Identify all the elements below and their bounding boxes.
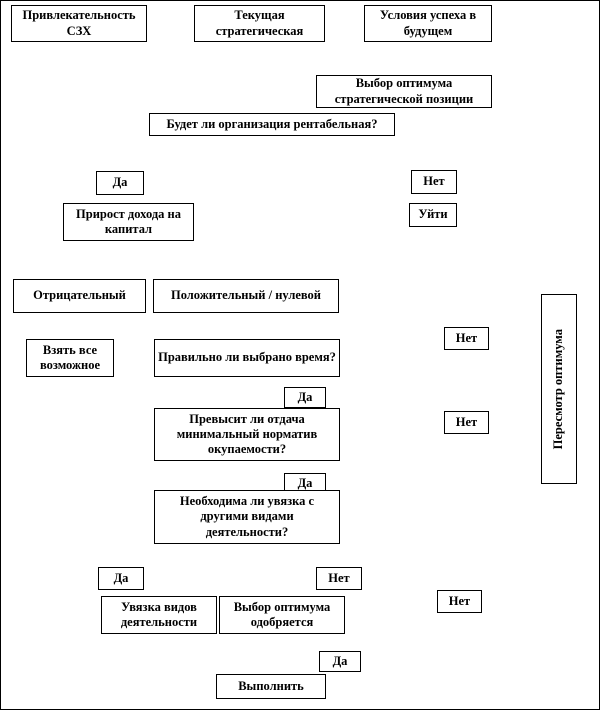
node-payback-question: Превысит ли отдача минимальный норматив … [154,408,340,461]
node-leave: Уйти [409,203,457,227]
node-optimum-review-label: Пересмотр оптимума [551,328,566,450]
node-linkage-question: Необходима ли увязка с другими видами де… [154,490,340,544]
node-future-success-conditions: Условия успеха в будущем [364,5,492,42]
node-timing-question: Правильно ли выбрано время? [154,339,340,377]
node-no-1: Нет [411,170,457,194]
node-execute: Выполнить [216,674,326,699]
node-optimum-approved: Выбор оптимума одобряется [219,596,345,634]
node-szh-attractiveness: Привлекательность СЗХ [11,5,147,42]
node-optimum-choice: Выбор оптимума стратегической позиции [316,75,492,108]
node-no-3: Нет [444,411,489,434]
node-no-2: Нет [444,327,489,350]
node-no-5: Нет [437,590,482,613]
node-yes-2: Да [284,387,326,408]
node-take-all-possible: Взять все возможное [26,339,114,377]
node-yes-4: Да [98,567,144,590]
node-negative: Отрицательный [13,279,146,313]
node-profitability-question: Будет ли организация рентабельная? [149,113,395,136]
node-yes-5: Да [319,651,361,672]
node-yes-1: Да [96,171,144,195]
node-no-4: Нет [316,567,362,590]
node-optimum-review: Пересмотр оптимума [541,294,577,484]
node-current-strategic: Текущая стратегическая [194,5,325,42]
node-capital-income-growth: Прирост дохода на капитал [63,203,194,241]
node-activity-linkage: Увязка видов деятельности [101,596,217,634]
node-positive-zero: Положительный / нулевой [153,279,339,313]
